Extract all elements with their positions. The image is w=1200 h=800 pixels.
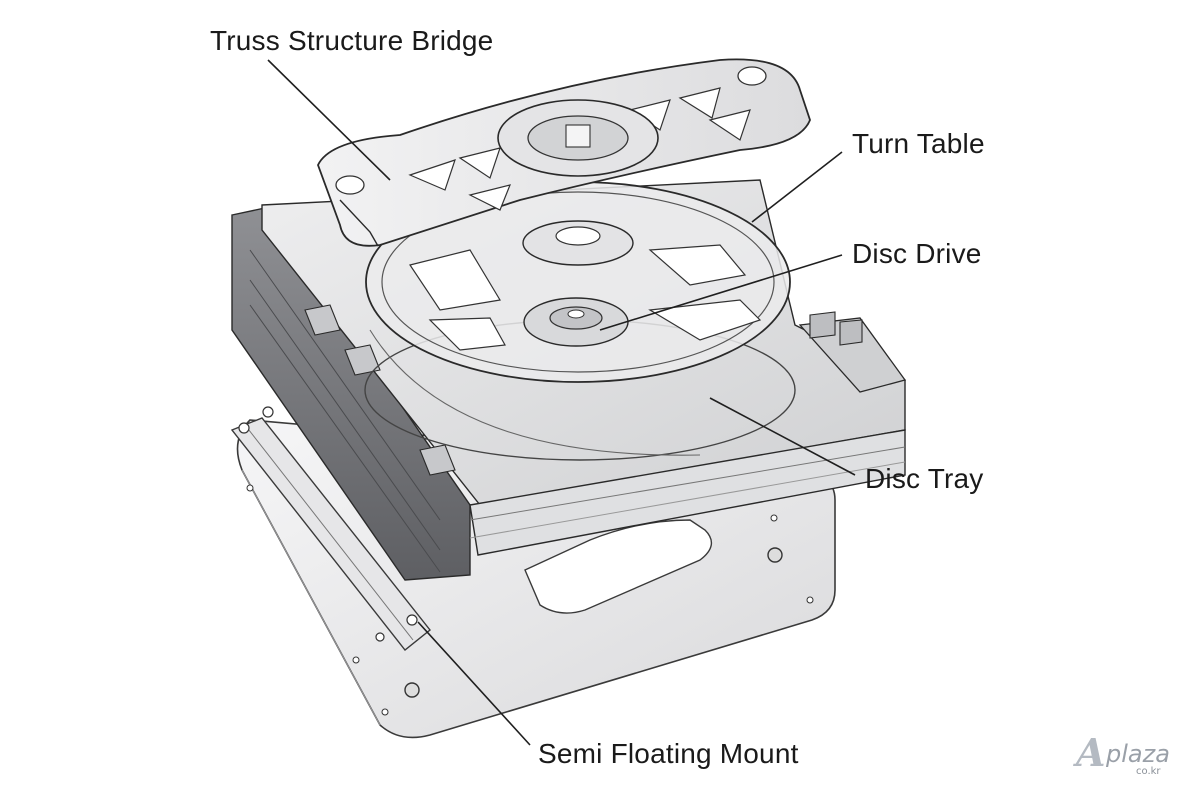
leader-turn-table [751,151,843,223]
leader-disc-drive [599,254,843,331]
truss-structure-bridge-label: Truss Structure Bridge [210,25,494,56]
truss-bridge [317,58,811,247]
leader-truss [267,59,391,181]
leader-mount [417,621,531,746]
watermark-sub: co.kr [1136,766,1161,777]
disc-drive-label: Disc Drive [852,238,982,269]
avplaza-watermark-logo: A plaza co.kr [1076,730,1186,780]
watermark-main: plaza [1106,740,1170,768]
semi-floating-mount-label: Semi Floating Mount [538,738,799,769]
turn-table [365,181,791,383]
watermark-mark: A [1076,730,1106,775]
disc-tray-label: Disc Tray [865,463,984,494]
turn-table-label: Turn Table [852,128,985,159]
callout-lines [267,59,856,746]
leader-disc-tray [709,397,856,476]
